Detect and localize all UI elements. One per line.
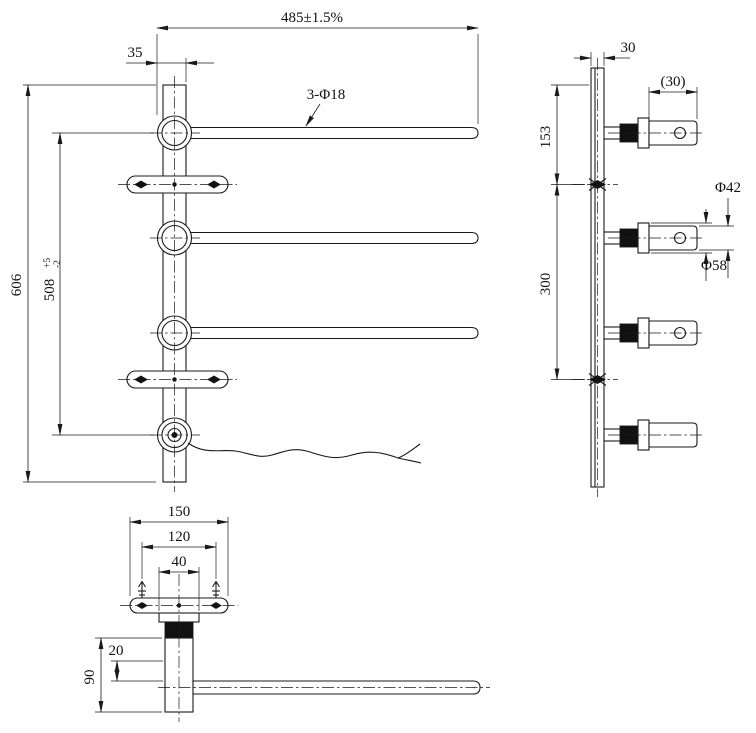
bottom-centerlines bbox=[120, 574, 490, 722]
hole-callout: 3-Φ18 bbox=[305, 87, 345, 127]
side-view: 30 (30) 153 300 bbox=[538, 40, 741, 497]
anchor-screw-mark bbox=[134, 180, 148, 189]
dimension-depth: 90 bbox=[82, 637, 162, 713]
dim-bracket-length-text: (30) bbox=[661, 74, 686, 90]
dimension-anchor-spacing: 300 bbox=[538, 183, 585, 381]
dim-base-diameter-text: Φ58 bbox=[701, 258, 727, 274]
bottom-towel-bar bbox=[192, 680, 481, 695]
dim-post-offset-text: 35 bbox=[128, 45, 143, 61]
front-pivot-flanges bbox=[156, 115, 193, 453]
dim-bar-offset-text: 20 bbox=[109, 643, 124, 659]
dimension-bracket-length: (30) bbox=[648, 74, 698, 119]
side-brackets bbox=[604, 117, 704, 451]
dimension-base-diameter: Φ58 bbox=[651, 209, 727, 281]
dim-bracket-width-text: 150 bbox=[168, 504, 191, 520]
dimension-bracket-width: 150 bbox=[129, 504, 229, 596]
anchor-screw-mark bbox=[134, 375, 148, 384]
dimension-bar-offset: 20 bbox=[109, 643, 163, 682]
dim-center-span-tol-lower: -2 bbox=[53, 260, 63, 268]
dimension-overall-height: 606 bbox=[9, 84, 156, 483]
dim-center-span-text: 508 bbox=[42, 279, 58, 302]
bottom-view: 150 120 40 90 bbox=[82, 504, 490, 722]
dim-bar-diameter-text: Φ42 bbox=[715, 180, 741, 196]
anchor-screw-mark bbox=[207, 375, 221, 384]
front-centerlines bbox=[150, 76, 200, 492]
dimension-plate-depth: 30 bbox=[574, 40, 636, 66]
dim-stem-width-text: 40 bbox=[172, 554, 187, 570]
dim-anchor-spacing-text: 300 bbox=[538, 273, 554, 296]
hole-callout-text: 3-Φ18 bbox=[307, 87, 345, 103]
anchor-screw-mark bbox=[207, 180, 221, 189]
dim-top-spacing-text: 153 bbox=[538, 126, 554, 149]
dimension-screw-spacing: 120 bbox=[141, 529, 217, 579]
anchor-screw-mark bbox=[210, 601, 222, 610]
dimension-stem-width: 40 bbox=[158, 554, 200, 611]
dim-overall-height-text: 606 bbox=[9, 273, 25, 296]
dimension-top-spacing: 153 bbox=[538, 84, 589, 186]
dimension-bar-length: 485±1.5% bbox=[156, 10, 479, 124]
dim-depth-text: 90 bbox=[82, 670, 98, 685]
dimension-center-span: 508 +5 -2 bbox=[42, 132, 154, 436]
dim-screw-spacing-text: 120 bbox=[168, 529, 191, 545]
front-bracket-plates bbox=[118, 175, 237, 389]
dim-center-span-tol-upper: +5 bbox=[43, 258, 53, 268]
dim-plate-depth-text: 30 bbox=[621, 40, 636, 56]
dim-bar-length-text: 485±1.5% bbox=[281, 10, 343, 26]
power-cord bbox=[187, 442, 422, 464]
bottom-anchor-pins bbox=[138, 580, 220, 598]
dimension-post-offset: 35 bbox=[126, 45, 214, 82]
dimension-bar-diameter: Φ42 bbox=[699, 180, 741, 278]
front-view: 485±1.5% 35 606 508 +5 bbox=[9, 10, 479, 492]
front-towel-bars bbox=[185, 126, 479, 340]
